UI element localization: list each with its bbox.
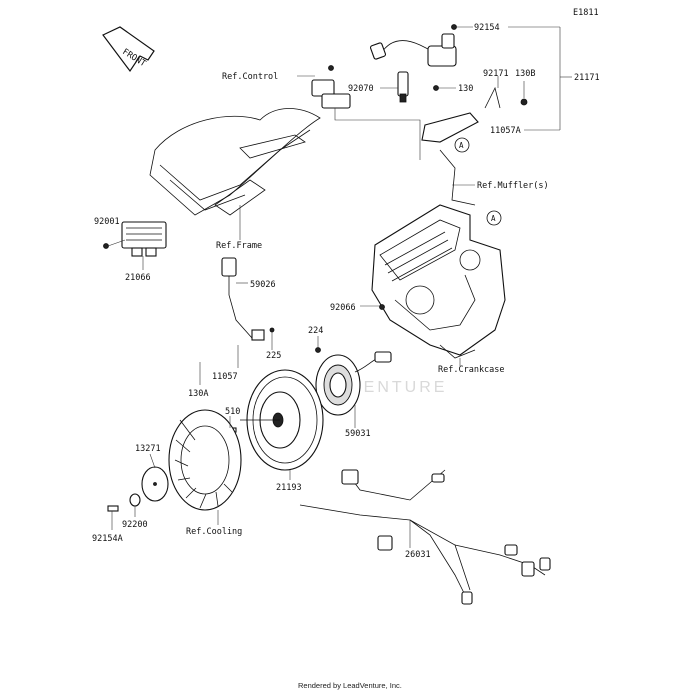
ref-a-marker-top: A <box>459 141 464 150</box>
stator <box>315 347 392 416</box>
callout-224: 224 <box>308 326 323 336</box>
watermark-text: VENTURE <box>350 379 447 396</box>
callout-92154: 92154 <box>474 23 500 33</box>
ignition-coil <box>369 24 457 103</box>
flywheel <box>240 369 324 471</box>
callout-92154A: 92154A <box>92 534 123 544</box>
callout-130: 130 <box>458 84 473 94</box>
wiring-harness <box>299 469 551 605</box>
ref-a-marker-crankcase: A <box>491 214 496 223</box>
callout-130B: 130B <box>515 69 535 79</box>
callout-21066: 21066 <box>125 273 151 283</box>
callout-ref-frame: Ref.Frame <box>216 241 262 251</box>
credit-text: Rendered by LeadVenture, Inc. <box>298 681 402 690</box>
callout-59026: 59026 <box>250 280 276 290</box>
pickup-wire <box>221 257 275 341</box>
diagram-code: E1811 <box>573 8 599 18</box>
leader-lines <box>107 26 572 548</box>
callout-92066: 92066 <box>330 303 356 313</box>
callout-92200: 92200 <box>122 520 148 530</box>
front-arrow-icon: FRONT <box>102 26 155 73</box>
callout-ref-control: Ref.Control <box>222 72 278 82</box>
coil-bracket <box>421 85 528 143</box>
callout-92001: 92001 <box>94 217 120 227</box>
callout-11057: 11057 <box>212 372 238 382</box>
callout-21193: 21193 <box>276 483 302 493</box>
regulator <box>103 221 167 257</box>
callout-92171: 92171 <box>483 69 509 79</box>
callout-130A: 130A <box>188 389 208 399</box>
callout-ref-cooling: Ref.Cooling <box>186 527 242 537</box>
callout-225: 225 <box>266 351 281 361</box>
frame-outline <box>149 108 321 216</box>
callout-ref-crankcase: Ref.Crankcase <box>438 365 505 375</box>
callout-11057A: 11057A <box>490 126 521 136</box>
callout-510: 510 <box>225 407 240 417</box>
callout-26031: 26031 <box>405 550 431 560</box>
callout-21171: 21171 <box>574 73 600 83</box>
callout-ref-muffler: Ref.Muffler(s) <box>477 181 549 191</box>
callout-13271: 13271 <box>135 444 161 454</box>
callout-59031: 59031 <box>345 429 371 439</box>
callout-92070: 92070 <box>348 84 374 94</box>
crankcase <box>371 204 506 359</box>
control-sensor <box>311 65 351 109</box>
cooling-fan <box>168 409 242 511</box>
